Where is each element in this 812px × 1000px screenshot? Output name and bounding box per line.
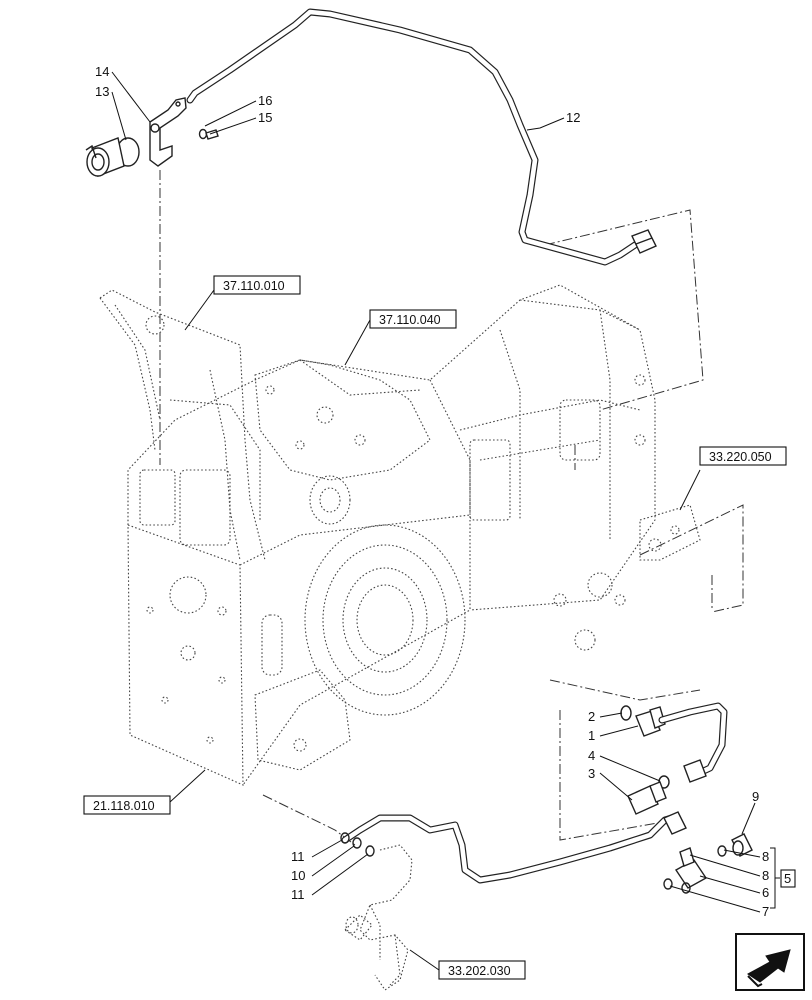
reference-37-110-010: 37.110.010 <box>223 279 285 293</box>
callout-15: 15 <box>258 110 272 125</box>
coupler-bracket-group <box>85 97 219 177</box>
callout-16: 16 <box>258 93 272 108</box>
callout-10: 10 <box>291 868 305 883</box>
callout-12: 12 <box>566 110 580 125</box>
callout-1: 1 <box>588 728 595 743</box>
reference-labels: 37.110.010 37.110.040 33.220.050 21.118.… <box>83 275 787 980</box>
callout-5-box <box>780 869 796 888</box>
callout-11b: 11 <box>291 887 305 902</box>
callout-8b: 8 <box>762 868 769 883</box>
bottom-pipe <box>340 811 687 884</box>
assembly-lines <box>159 170 744 846</box>
callout-2: 2 <box>588 709 595 724</box>
next-page-arrow-icon[interactable] <box>735 933 805 991</box>
brake-pedal-assembly <box>344 844 413 991</box>
callout-5: 5 <box>784 871 791 886</box>
callout-7: 7 <box>762 904 769 919</box>
callout-9: 9 <box>752 789 759 804</box>
callout-13: 13 <box>95 84 109 99</box>
pipe-12 <box>186 8 657 266</box>
reference-33-220-050: 33.220.050 <box>709 450 772 464</box>
callout-6: 6 <box>762 885 769 900</box>
reference-33-202-030: 33.202.030 <box>448 964 511 978</box>
reference-21-118-010: 21.118.010 <box>93 799 155 813</box>
callout-3: 3 <box>588 766 595 781</box>
callout-14: 14 <box>95 64 109 79</box>
transmission-housing <box>99 284 701 786</box>
reference-37-110-040: 37.110.040 <box>379 313 441 327</box>
callout-11a: 11 <box>291 849 305 864</box>
callout-4: 4 <box>588 748 595 763</box>
callout-labels: 14 13 16 15 12 2 1 4 3 9 8 8 6 7 5 11 10… <box>95 64 796 919</box>
lower-fittings <box>620 702 753 894</box>
leader-lines <box>111 71 780 971</box>
callout-8a: 8 <box>762 849 769 864</box>
